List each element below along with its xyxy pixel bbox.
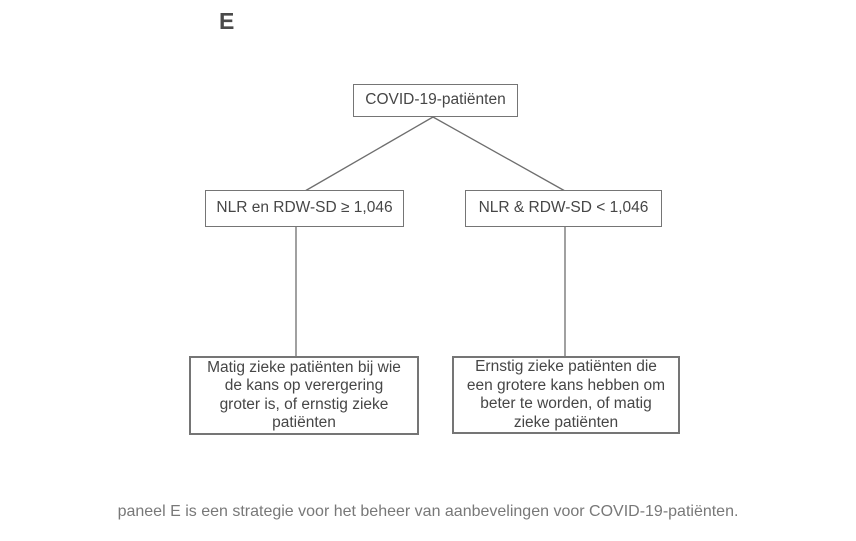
figure-caption: paneel E is een strategie voor het behee… — [117, 503, 739, 520]
node-nlr-rdw-lt-threshold: NLR & RDW-SD < 1,046 — [465, 190, 662, 227]
panel-letter-label: E — [219, 8, 235, 34]
node-outcome-severe-recovery: Ernstig zieke patiënten die een grotere … — [452, 356, 680, 434]
branch-line-left — [304, 116, 434, 192]
node-nlr-rdw-ge-threshold: NLR en RDW-SD ≥ 1,046 — [205, 190, 404, 227]
branch-line-right — [432, 116, 566, 192]
node-outcome-moderate-risk: Matig zieke patiënten bij wie de kans op… — [189, 356, 419, 435]
node-covid-patients: COVID-19-patiënten — [353, 84, 518, 117]
